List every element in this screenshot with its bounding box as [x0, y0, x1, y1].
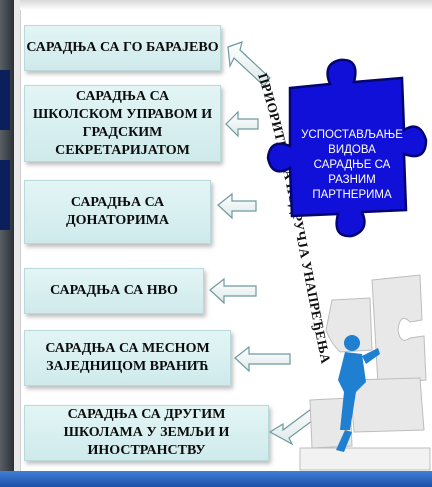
partner-box-label: САРАДЊА СА ДОНАТОРИМА: [65, 195, 170, 228]
arrow-to-local-community: [234, 345, 291, 373]
partner-box-label: САРАДЊА СА МЕСНОМ ЗАЈЕДНИЦОМ ВРАНИЋ: [45, 341, 210, 374]
top-edge: [20, 0, 432, 10]
white-puzzle-pieces: [299, 274, 431, 471]
left-panel-block: [0, 160, 10, 230]
partner-box-municipality: САРАДЊА СА ГО БАРАЈЕВО: [24, 25, 221, 71]
partner-box-donors: САРАДЊА СА ДОНАТОРИМА: [24, 180, 211, 244]
partner-box-ngo: САРАДЊА СА НВО: [24, 268, 204, 314]
partner-box-other-schools: САРАДЊА СА ДРУГИМ ШКОЛАМА У ЗЕМЉИ И ИНОС…: [24, 405, 269, 461]
partner-box-label: САРАДЊА СА ШКОЛСКОМ УПРАВОМ И ГРАДСКИМ С…: [32, 88, 213, 158]
partner-box-label: САРАДЊА СА НВО: [50, 283, 178, 298]
puzzle-label: УСПОСТАВЉАЊЕ ВИДОВА САРАДЊЕ СА РАЗНИМ ПА…: [301, 129, 403, 201]
arrow-to-ngo: [209, 277, 257, 305]
arrow-to-donors: [217, 192, 257, 220]
left-panel-strip: [0, 0, 14, 487]
partner-box-school-administration: САРАДЊА СА ШКОЛСКОМ УПРАВОМ И ГРАДСКИМ С…: [24, 85, 221, 162]
partner-box-local-community: САРАДЊА СА МЕСНОМ ЗАЈЕДНИЦОМ ВРАНИЋ: [24, 330, 231, 386]
arrow-to-municipality: [227, 41, 271, 87]
left-panel-block: [0, 70, 10, 130]
bottom-bar: [0, 471, 432, 487]
figure-pushing-puzzle-icon: [336, 335, 380, 452]
panel-divider: [14, 0, 21, 487]
partner-box-label: САРАДЊА СА ГО БАРАЈЕВО: [26, 40, 219, 55]
arrow-to-school-administration: [225, 110, 259, 138]
blue-puzzle-piece-icon: [266, 58, 428, 238]
partner-box-label: САРАДЊА СА ДРУГИМ ШКОЛАМА У ЗЕМЉИ И ИНОС…: [63, 407, 230, 458]
